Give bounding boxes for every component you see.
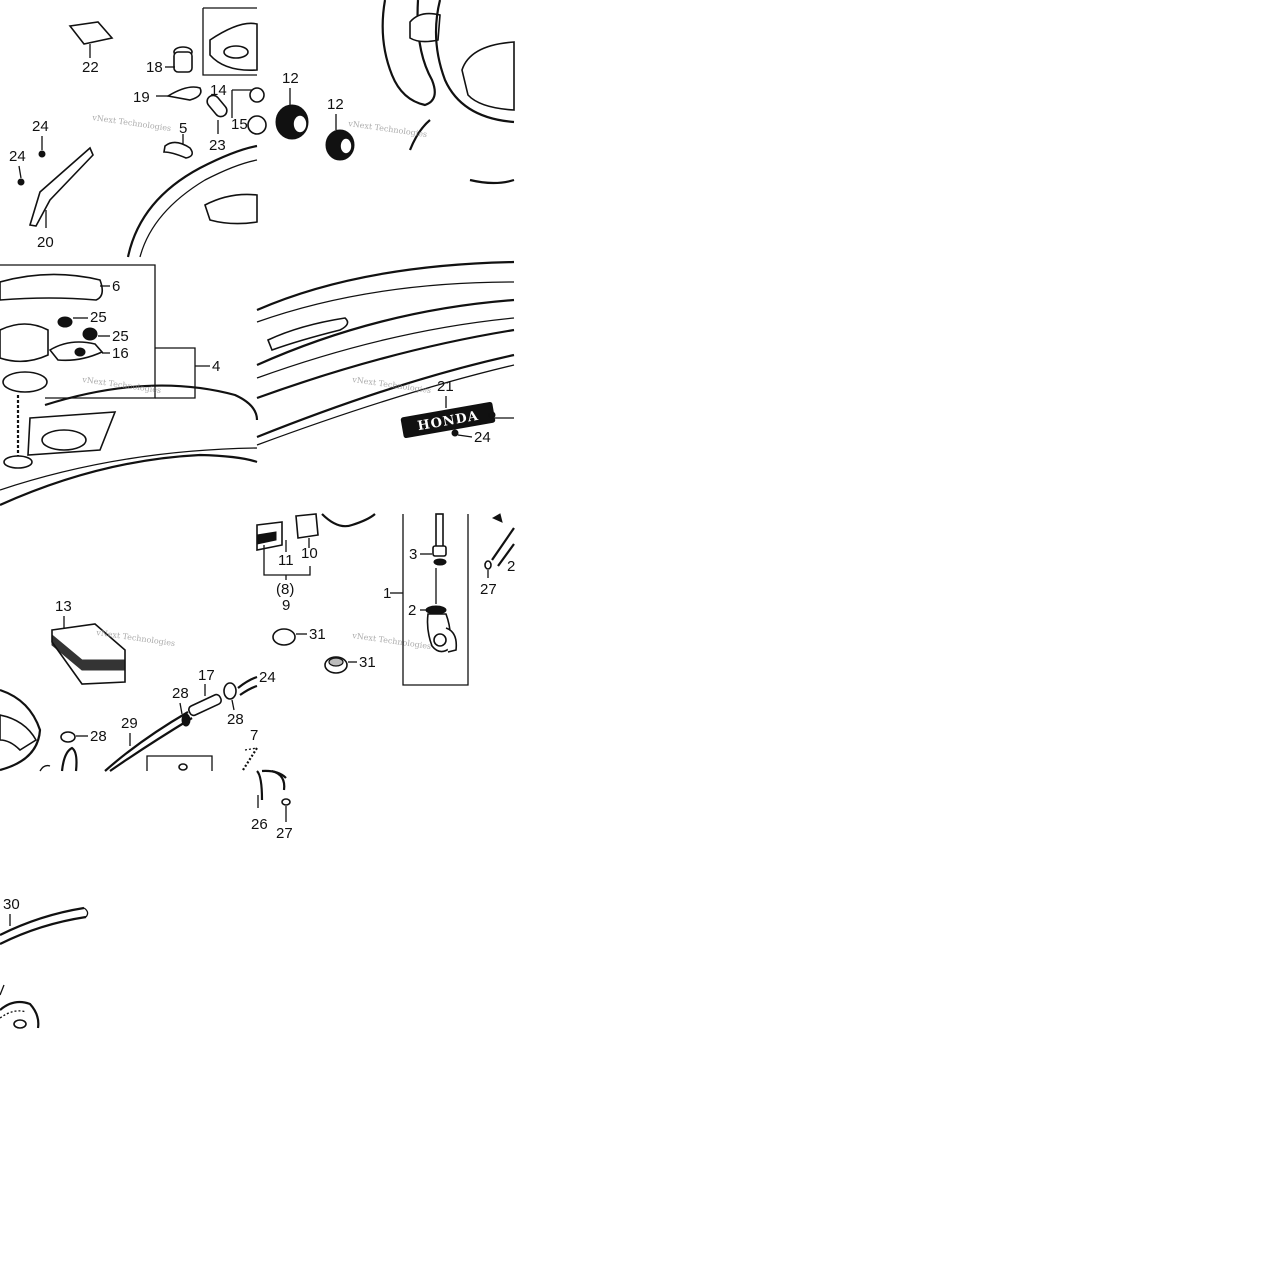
callout-28-b: 28 [172, 685, 189, 702]
callout-2-b: 2 [507, 558, 515, 575]
badge-recess [266, 317, 349, 352]
part-25-nut-b [82, 327, 98, 341]
part-10 [295, 513, 319, 539]
tile-lower-middle: 11 10 (8) 9 31 31 vNext Technologies 1 3… [256, 513, 515, 686]
hose-right [491, 527, 515, 561]
callout-22: 22 [82, 59, 99, 76]
tile-bottom-middle: 26 27 [251, 769, 293, 842]
callout-24-d: 24 [259, 669, 276, 686]
callout-12-b: 12 [327, 96, 344, 113]
callout-21: 21 [437, 378, 454, 395]
callout-24-c: 24 [474, 429, 491, 446]
callout-28-a: 28 [90, 728, 107, 745]
part-31-cap-a [272, 628, 296, 646]
callout-30: 30 [3, 896, 20, 913]
part-20-strip [28, 146, 94, 227]
callout-18: 18 [146, 59, 163, 76]
callout-9: 9 [282, 597, 290, 614]
callout-7: 7 [250, 727, 258, 744]
callout-28-c: 28 [227, 711, 244, 728]
callout-17: 17 [198, 667, 215, 684]
part-27-clip [281, 798, 291, 806]
tile-center: 21 HONDA 24 vNext Technologies [256, 260, 515, 446]
part-17-joint [187, 693, 223, 717]
tank-bottom [0, 688, 42, 772]
callout-1: 1 [383, 585, 391, 602]
inset-box-cap [202, 7, 257, 76]
watermark: vNext Technologies [351, 375, 432, 395]
callout-27-b: 27 [276, 825, 293, 842]
bracket-9 [263, 545, 311, 576]
callout-4: 4 [212, 358, 220, 375]
part-6-lid [0, 273, 104, 301]
callout-20: 20 [37, 234, 54, 251]
tank-corner [321, 513, 376, 528]
callout-15: 15 [231, 116, 248, 133]
tank-base [0, 1000, 40, 1029]
callout-6: 6 [112, 278, 120, 295]
callout-31-b: 31 [359, 654, 376, 671]
tile-middle-left: 6 25 25 16 4 vNext Technologies [0, 264, 259, 507]
callout-13: 13 [55, 598, 72, 615]
side-cover-left [381, 0, 436, 107]
callout-2: 2 [408, 602, 416, 619]
callout-31-a: 31 [309, 626, 326, 643]
part-28-clamp-a [60, 731, 76, 743]
callout-23: 23 [209, 137, 226, 154]
callout-19: 19 [133, 89, 150, 106]
side-cover-right [434, 0, 515, 124]
callout-12-a: 12 [282, 70, 299, 87]
callout-26: 26 [251, 816, 268, 833]
bracket-4 [155, 347, 210, 399]
hose-lower [256, 770, 264, 801]
part-5-gasket [163, 141, 194, 159]
callout-27-a: 27 [480, 581, 497, 598]
part-19-clip [165, 86, 202, 101]
filler-cap-body [0, 323, 49, 363]
callout-10: 10 [301, 545, 318, 562]
callout-25-b: 25 [112, 328, 129, 345]
watermark: vNext Technologies [347, 119, 428, 139]
callout-29: 29 [121, 715, 138, 732]
tile-bottom-left: 30 [0, 896, 89, 1029]
part-22-plate [68, 21, 114, 45]
tank-edge-top [126, 144, 258, 258]
callout-24-a: 24 [32, 118, 49, 135]
part-23-ring [206, 94, 228, 118]
callout-25-a: 25 [90, 309, 107, 326]
tile-top-middle: 12 12 vNext Technologies [275, 0, 515, 185]
tile-lower-left: 13 vNext Technologies 28 29 28 17 28 24 … [0, 598, 276, 772]
callout-8: (8) [276, 581, 294, 598]
tank-side-line-1 [256, 260, 515, 312]
callout-3: 3 [409, 546, 417, 563]
tile-top-left: 22 18 19 14 15 23 5 vNext Technologies 2 [9, 7, 267, 258]
fuel-valve-box [402, 514, 469, 686]
tank-top [44, 384, 259, 421]
callout-24-b: 24 [9, 148, 26, 165]
callout-11: 11 [278, 552, 294, 569]
inset-box-cap-assembly [0, 264, 156, 399]
callout-16: 16 [112, 345, 129, 362]
callout-5: 5 [179, 120, 187, 137]
part-29-hose [104, 711, 189, 772]
watermark: vNext Technologies [351, 631, 432, 651]
part-3-screen [435, 513, 444, 551]
part-25-nut-a [57, 316, 73, 328]
part-28-clamp-c [223, 682, 237, 700]
part-30-tube [0, 906, 85, 936]
watermark: vNext Technologies [91, 113, 172, 133]
